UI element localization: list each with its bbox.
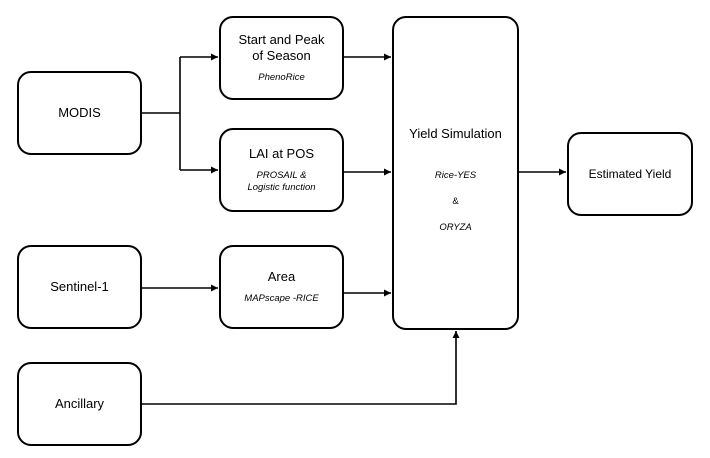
node-season-title-line1: Start and Peak bbox=[238, 32, 325, 47]
node-lai-method-line2: Logistic function bbox=[247, 182, 316, 193]
node-simulation-title: Yield Simulation bbox=[409, 126, 502, 141]
edge-ancillary-to-simulation bbox=[142, 331, 460, 405]
node-season-title-line2: of Season bbox=[252, 48, 311, 63]
node-modis-title: MODIS bbox=[58, 105, 101, 120]
node-ancillary-title: Ancillary bbox=[54, 396, 105, 411]
node-simulation-model1: Rice-YES bbox=[434, 170, 477, 181]
node-simulation-joiner: & bbox=[452, 196, 459, 207]
node-sentinel-title: Sentinel-1 bbox=[50, 279, 109, 294]
node-simulation-model2: ORYZA bbox=[439, 222, 472, 233]
node-area-method: MAPscape -RICE bbox=[244, 293, 319, 304]
node-sentinel-1: Sentinel-1 bbox=[17, 245, 142, 329]
node-start-peak-season: Start and Peak of Season PhenoRice bbox=[219, 16, 344, 100]
node-ancillary: Ancillary bbox=[17, 362, 142, 446]
node-area-title: Area bbox=[267, 269, 296, 284]
node-area: Area MAPscape -RICE bbox=[219, 245, 344, 329]
node-estimated-title: Estimated Yield bbox=[588, 167, 672, 181]
node-lai-at-pos: LAI at POS PROSAIL & Logistic function bbox=[219, 128, 344, 212]
node-lai-method-line1: PROSAIL & bbox=[256, 170, 307, 181]
node-yield-simulation: Yield Simulation Rice-YES & ORYZA bbox=[392, 16, 519, 330]
node-season-method: PhenoRice bbox=[258, 72, 305, 83]
node-estimated-yield: Estimated Yield bbox=[567, 132, 693, 216]
node-lai-title: LAI at POS bbox=[248, 146, 315, 161]
node-modis: MODIS bbox=[17, 71, 142, 155]
